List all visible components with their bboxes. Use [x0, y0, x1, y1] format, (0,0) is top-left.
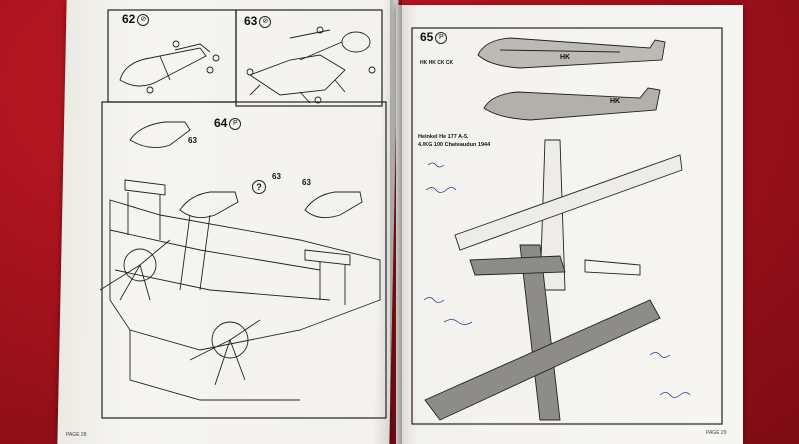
fuselage-code-2: HK — [610, 98, 621, 105]
footer-page-left: PAGE 28 — [66, 432, 87, 438]
aircraft-side-profile-1 — [477, 37, 666, 69]
bomb-part-62 — [119, 40, 220, 94]
pylon-assembly-63 — [246, 26, 376, 104]
step-63-label: 63⊘ — [244, 14, 272, 28]
handwritten-notes — [423, 162, 691, 398]
aircraft-plan-view-top — [454, 139, 683, 291]
option-circle-icon: P — [435, 31, 448, 44]
callout-63-a: 63 — [188, 136, 197, 145]
option-circle-icon: ⊘ — [137, 13, 150, 26]
caption-line-2: 4./KG 100 Chateaudun 1944 — [418, 142, 491, 148]
instruction-page-right — [396, 5, 743, 444]
option-circle-icon: P — [229, 117, 242, 130]
option-circle-icon: ⊘ — [259, 15, 272, 28]
step-62-label: 62⊘ — [122, 12, 150, 26]
callout-63-c: 63 — [302, 178, 311, 187]
book-gutter — [390, 0, 402, 444]
marking-legend: HK HK CK CK — [420, 60, 454, 66]
caption-line-1: Heinkel He 177 A-5, — [418, 134, 469, 140]
fuselage-code-1: HK — [560, 54, 571, 61]
footer-page-right: PAGE 29 — [706, 430, 727, 436]
callout-63-b: 63 — [272, 172, 281, 181]
aircraft-side-profile-2 — [483, 87, 661, 121]
question-mark-callout: ? — [252, 180, 266, 194]
aircraft-plan-view-camo — [424, 244, 661, 421]
wing-assembly-64 — [99, 121, 381, 401]
